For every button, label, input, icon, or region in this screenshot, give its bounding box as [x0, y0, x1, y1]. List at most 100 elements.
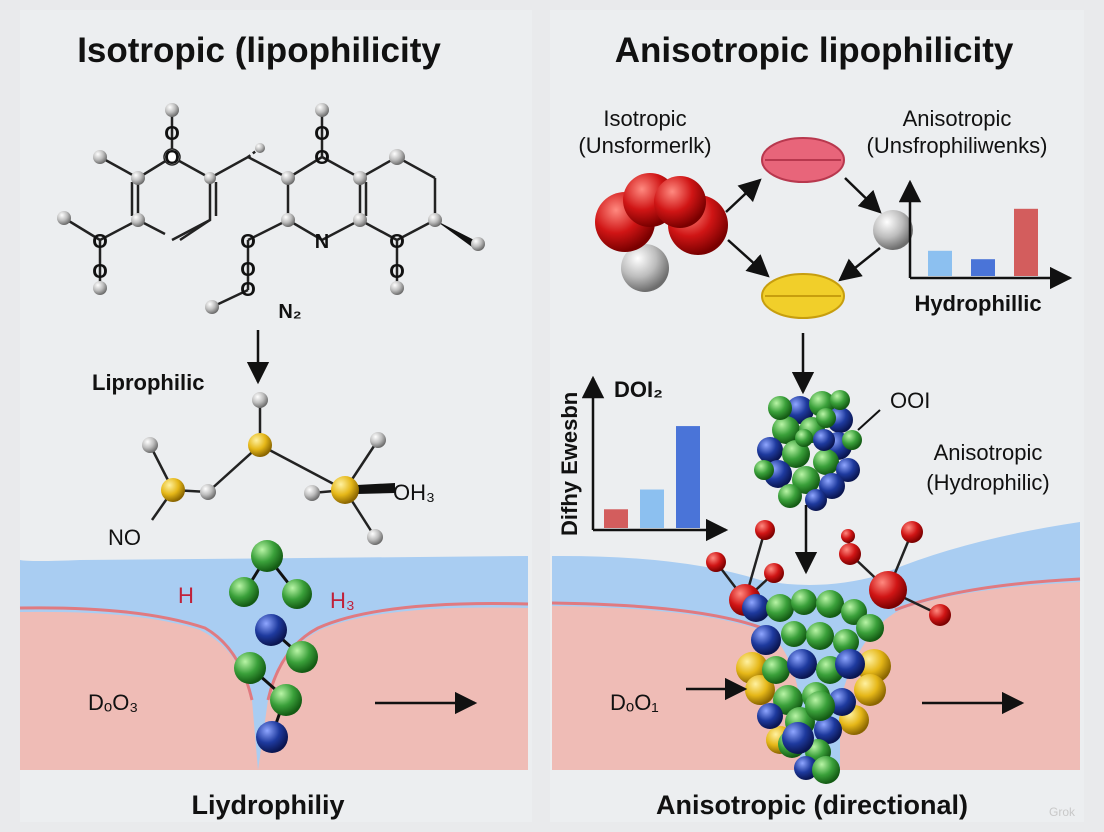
- membrane-edge: [551, 601, 763, 630]
- green-atom: [842, 430, 862, 450]
- hydrophilic-bar-chart: [898, 179, 1073, 290]
- left-title: Isotropic (lipophilicity: [77, 31, 441, 70]
- red-atom-cluster: [595, 173, 728, 292]
- green-atom: [768, 396, 792, 420]
- lipid-layer-left-a: [20, 611, 258, 770]
- blue-atom: [813, 429, 835, 451]
- atom-o: O: [164, 147, 180, 169]
- bar-2: [971, 259, 995, 276]
- oh3-label: OH₃: [393, 480, 435, 505]
- aniso-hydro-line1: Anisotropic: [934, 440, 1043, 465]
- watermark: Grok: [1049, 805, 1076, 819]
- blue-atom: [757, 437, 783, 463]
- atom-o: O: [164, 123, 180, 145]
- ooi-label: OOI: [890, 388, 930, 413]
- green-atom: [781, 621, 807, 647]
- lipophilic-label: Liprophilic: [92, 370, 204, 395]
- hydrophilic-label: Hydrophillic: [914, 291, 1041, 316]
- isotropic-label-line2: (Unsformerlk): [578, 133, 711, 158]
- lipid-layer-left-b: [258, 607, 528, 770]
- bar-3: [1014, 208, 1038, 276]
- bar-3: [676, 426, 700, 528]
- green-atom: [782, 440, 810, 468]
- right-caption: Anisotropic (directional): [656, 790, 968, 820]
- upper-molecule-atoms: O O O O N O O O O O O O: [57, 103, 485, 323]
- green-atom: [806, 622, 834, 650]
- blue-atom: [751, 625, 781, 655]
- green-atom: [833, 629, 859, 655]
- green-atom: [830, 390, 850, 410]
- yellow-atom: [745, 675, 775, 705]
- green-atom: [778, 484, 802, 508]
- green-atom: [813, 449, 839, 475]
- lipid-layer-right-a: [552, 606, 800, 770]
- atom-o: O: [389, 231, 405, 253]
- atom-o: O: [314, 123, 330, 145]
- cluster-pointer: [857, 409, 881, 431]
- blue-atom: [819, 473, 845, 499]
- blue-atom: [787, 649, 817, 679]
- cycle-arrow: [838, 247, 881, 282]
- atom-o: O: [240, 279, 256, 301]
- doi2-label: DOI₂: [614, 377, 663, 402]
- green-atom: [816, 408, 836, 428]
- anisotropic-label-line2: (Unsfrophiliwenks): [867, 133, 1048, 158]
- layer-label-left: DₒO₃: [88, 690, 138, 715]
- atom-o: O: [389, 261, 405, 283]
- aniso-hydro-line2: (Hydrophilic): [926, 470, 1049, 495]
- green-atom: [766, 594, 794, 622]
- green-atom: [856, 614, 884, 642]
- h3-label: H₃: [330, 588, 355, 613]
- bar-1: [928, 250, 952, 276]
- blue-atom: [757, 703, 783, 729]
- red-water-molecules: [706, 520, 951, 626]
- green-atom: [791, 589, 817, 615]
- cycle-arrow: [725, 178, 762, 213]
- layer-label-right: DₒO₁: [610, 690, 659, 715]
- no-label: NO: [108, 525, 141, 550]
- mixed-atom-cluster: [754, 390, 862, 511]
- doi2-bar-chart: [581, 375, 729, 542]
- blue-atom: [786, 396, 814, 424]
- blue-atom: [742, 594, 770, 622]
- atom-o: O: [92, 261, 108, 283]
- right-title: Anisotropic lipophilicity: [615, 31, 1014, 70]
- green-atom: [762, 656, 790, 684]
- blue-atom: [805, 489, 827, 511]
- yellow-atom: [854, 674, 886, 706]
- green-atom: [816, 590, 844, 618]
- atom-o: O: [92, 231, 108, 253]
- embedded-atom-cluster: [736, 589, 891, 784]
- h-label: H: [178, 583, 194, 608]
- bar-2: [640, 489, 664, 528]
- green-atom: [792, 466, 820, 494]
- isotropic-label-line1: Isotropic: [603, 106, 686, 131]
- membrane-edge: [894, 577, 1081, 612]
- cycle-arrow: [844, 177, 882, 214]
- blue-atom: [828, 688, 856, 716]
- atom-o: O: [240, 259, 256, 281]
- blue-atom: [835, 649, 865, 679]
- upper-molecule: [63, 110, 478, 309]
- green-atom: [812, 756, 840, 784]
- yellow-capsule: [761, 273, 845, 319]
- anisotropic-label-line1: Anisotropic: [903, 106, 1012, 131]
- atom-o: O: [314, 147, 330, 169]
- green-atom: [772, 416, 800, 444]
- atom-n: N: [315, 231, 329, 253]
- left-caption: Liydrophiliy: [191, 790, 344, 820]
- pink-capsule: [761, 137, 845, 183]
- caption-band: [20, 770, 532, 822]
- bar-1: [604, 509, 628, 528]
- blue-atom: [836, 458, 860, 482]
- cycle-arrow: [727, 239, 770, 278]
- lipid-layer-right-b: [840, 582, 1080, 770]
- lower-molecule: NO OH₃: [108, 392, 435, 550]
- blue-atom: [814, 716, 842, 744]
- atom-o: O: [240, 231, 256, 253]
- blue-atom: [782, 722, 814, 754]
- membrane-edge: [266, 602, 529, 701]
- left-panel: Isotropic (lipophilicity: [19, 10, 532, 822]
- chart2-y-label: Difhy Ewesbn: [557, 392, 582, 536]
